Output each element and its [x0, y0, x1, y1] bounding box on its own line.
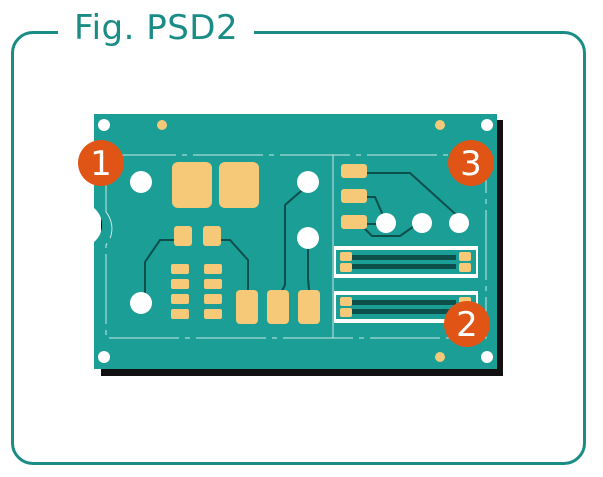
solder-pads	[171, 162, 367, 324]
callout-2-label: 2	[456, 305, 478, 345]
callout-3: 3	[448, 140, 494, 186]
figure-frame	[11, 31, 586, 465]
callout-2: 2	[444, 301, 490, 347]
callout-1: 1	[78, 140, 124, 186]
mounting-holes	[98, 119, 493, 363]
callout-1-label: 1	[90, 144, 112, 184]
figure-title: Fig. PSD2	[58, 6, 255, 50]
through-holes	[130, 171, 469, 314]
silkscreen	[105, 154, 487, 339]
pcb-board	[94, 114, 497, 369]
callout-3-label: 3	[460, 144, 482, 184]
